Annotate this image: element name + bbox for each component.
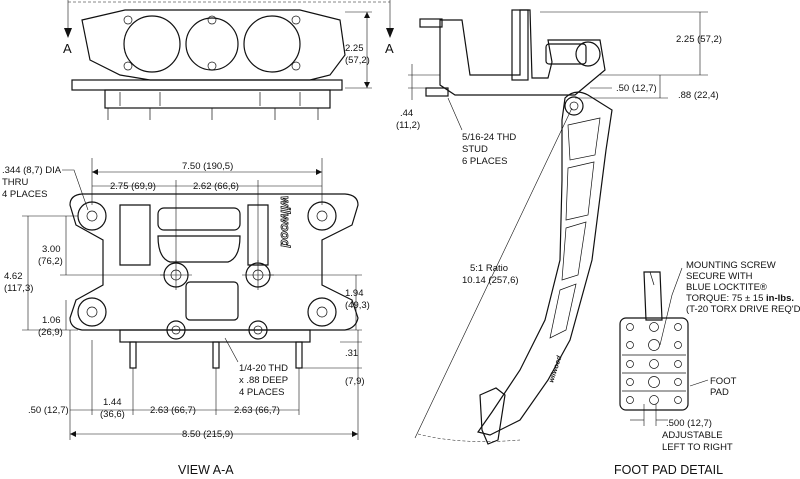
dim-750: 7.50 (190,5) xyxy=(182,161,233,172)
adjust-note-2: LEFT TO RIGHT xyxy=(662,442,733,453)
torque-unit: in-lbs. xyxy=(766,293,794,304)
stud-callout-3: 6 PLACES xyxy=(462,156,507,167)
adjust-dim: .500 (12,7) xyxy=(666,418,712,429)
bore-left xyxy=(123,15,181,73)
section-label-left: A xyxy=(63,41,72,56)
dim-050: .50 (12,7) xyxy=(28,405,69,416)
dim-144-mm: (36,6) xyxy=(100,409,125,420)
ratio-length: 10.14 (257,6) xyxy=(462,275,519,286)
dim-275: 2.75 (69,9) xyxy=(110,181,156,192)
top-height-dim: 2.25 xyxy=(345,43,364,54)
side-view: wilwood 5:1 Ratio 10.14 (257,6) 2.25 (57… xyxy=(396,9,722,445)
dim-194-mm: (49,3) xyxy=(345,300,370,311)
foot-pad-caption: FOOT PAD DETAIL xyxy=(614,463,723,477)
stud-callout-1: 5/16-24 THD xyxy=(462,132,516,143)
torque-note: TORQUE: 75 ± 15 in-lbs. xyxy=(686,293,794,304)
dim-263-a: 2.63 (66,7) xyxy=(150,405,196,416)
side-dim-088: .88 (22,4) xyxy=(678,90,719,101)
dim-300: 3.00 xyxy=(42,244,61,255)
pedal-arm xyxy=(477,91,613,436)
dim-462: 4.62 xyxy=(4,271,23,282)
bore-right xyxy=(243,15,301,73)
top-view: A A 2.25 (57,2) xyxy=(63,0,394,120)
hole-callout-2: THRU xyxy=(2,177,29,188)
foot-label-1: FOOT xyxy=(710,376,737,387)
dim-106-mm: (26,9) xyxy=(38,327,63,338)
torque-prefix: TORQUE: 75 ± 15 xyxy=(686,293,766,304)
plate-outline xyxy=(69,193,359,331)
tap-callout-3: 4 PLACES xyxy=(239,387,284,398)
screw-note-3: BLUE LOCKTITE® xyxy=(686,282,767,293)
stud-callout-2: STUD xyxy=(462,144,488,155)
foot-label-2: PAD xyxy=(710,387,729,398)
side-dim-225: 2.25 (57,2) xyxy=(676,34,722,45)
side-dim-044-mm: (11,2) xyxy=(396,120,420,131)
dim-262: 2.62 (66,6) xyxy=(193,181,239,192)
dim-263-b: 2.63 (66,7) xyxy=(234,405,280,416)
dim-31-mm: (7,9) xyxy=(345,376,365,387)
view-aa-caption: VIEW A-A xyxy=(178,463,234,477)
foot-pad-plate xyxy=(619,317,689,411)
foot-pad-detail: MOUNTING SCREW SECURE WITH BLUE LOCKTITE… xyxy=(614,260,800,477)
screw-note-2: SECURE WITH xyxy=(686,271,753,282)
hole-callout-3: 4 PLACES xyxy=(2,189,47,200)
dim-462-mm: (117,3) xyxy=(4,283,33,294)
section-label-right: A xyxy=(385,41,394,56)
dim-300-mm: (76,2) xyxy=(38,256,63,267)
view-aa: wilwood .344 (8,7) DIA THRU 4 PLACES 7.5… xyxy=(2,158,370,477)
side-bracket xyxy=(439,9,606,96)
ratio-label: 5:1 Ratio xyxy=(470,263,508,274)
screw-note-1: MOUNTING SCREW xyxy=(686,260,776,271)
side-dim-044: .44 xyxy=(400,108,413,119)
dim-144: 1.44 xyxy=(103,397,122,408)
section-arrow-right xyxy=(386,28,394,38)
dim-194: 1.94 xyxy=(345,288,364,299)
tap-callout-2: x .88 DEEP xyxy=(239,375,288,386)
dim-850: 8.50 (215,9) xyxy=(182,429,233,440)
section-arrow-left xyxy=(64,28,72,38)
plate-brand: wilwood xyxy=(278,196,293,248)
tap-callout-1: 1/4-20 THD xyxy=(239,363,288,374)
torx-note: (T-20 TORX DRIVE REQ'D) xyxy=(686,304,800,315)
hole-callout-1: .344 (8,7) DIA xyxy=(2,165,62,176)
adjust-note-1: ADJUSTABLE xyxy=(662,430,723,441)
dim-31: .31 xyxy=(345,348,358,359)
side-dim-050: .50 (12,7) xyxy=(616,83,657,94)
arm-brand: wilwood xyxy=(548,355,563,384)
top-height-dim-mm: (57,2) xyxy=(345,55,370,66)
side-foot-pad xyxy=(479,387,506,445)
pivot-boss xyxy=(564,96,584,116)
dim-106: 1.06 xyxy=(42,315,61,326)
bracket-top-outline xyxy=(81,9,346,81)
